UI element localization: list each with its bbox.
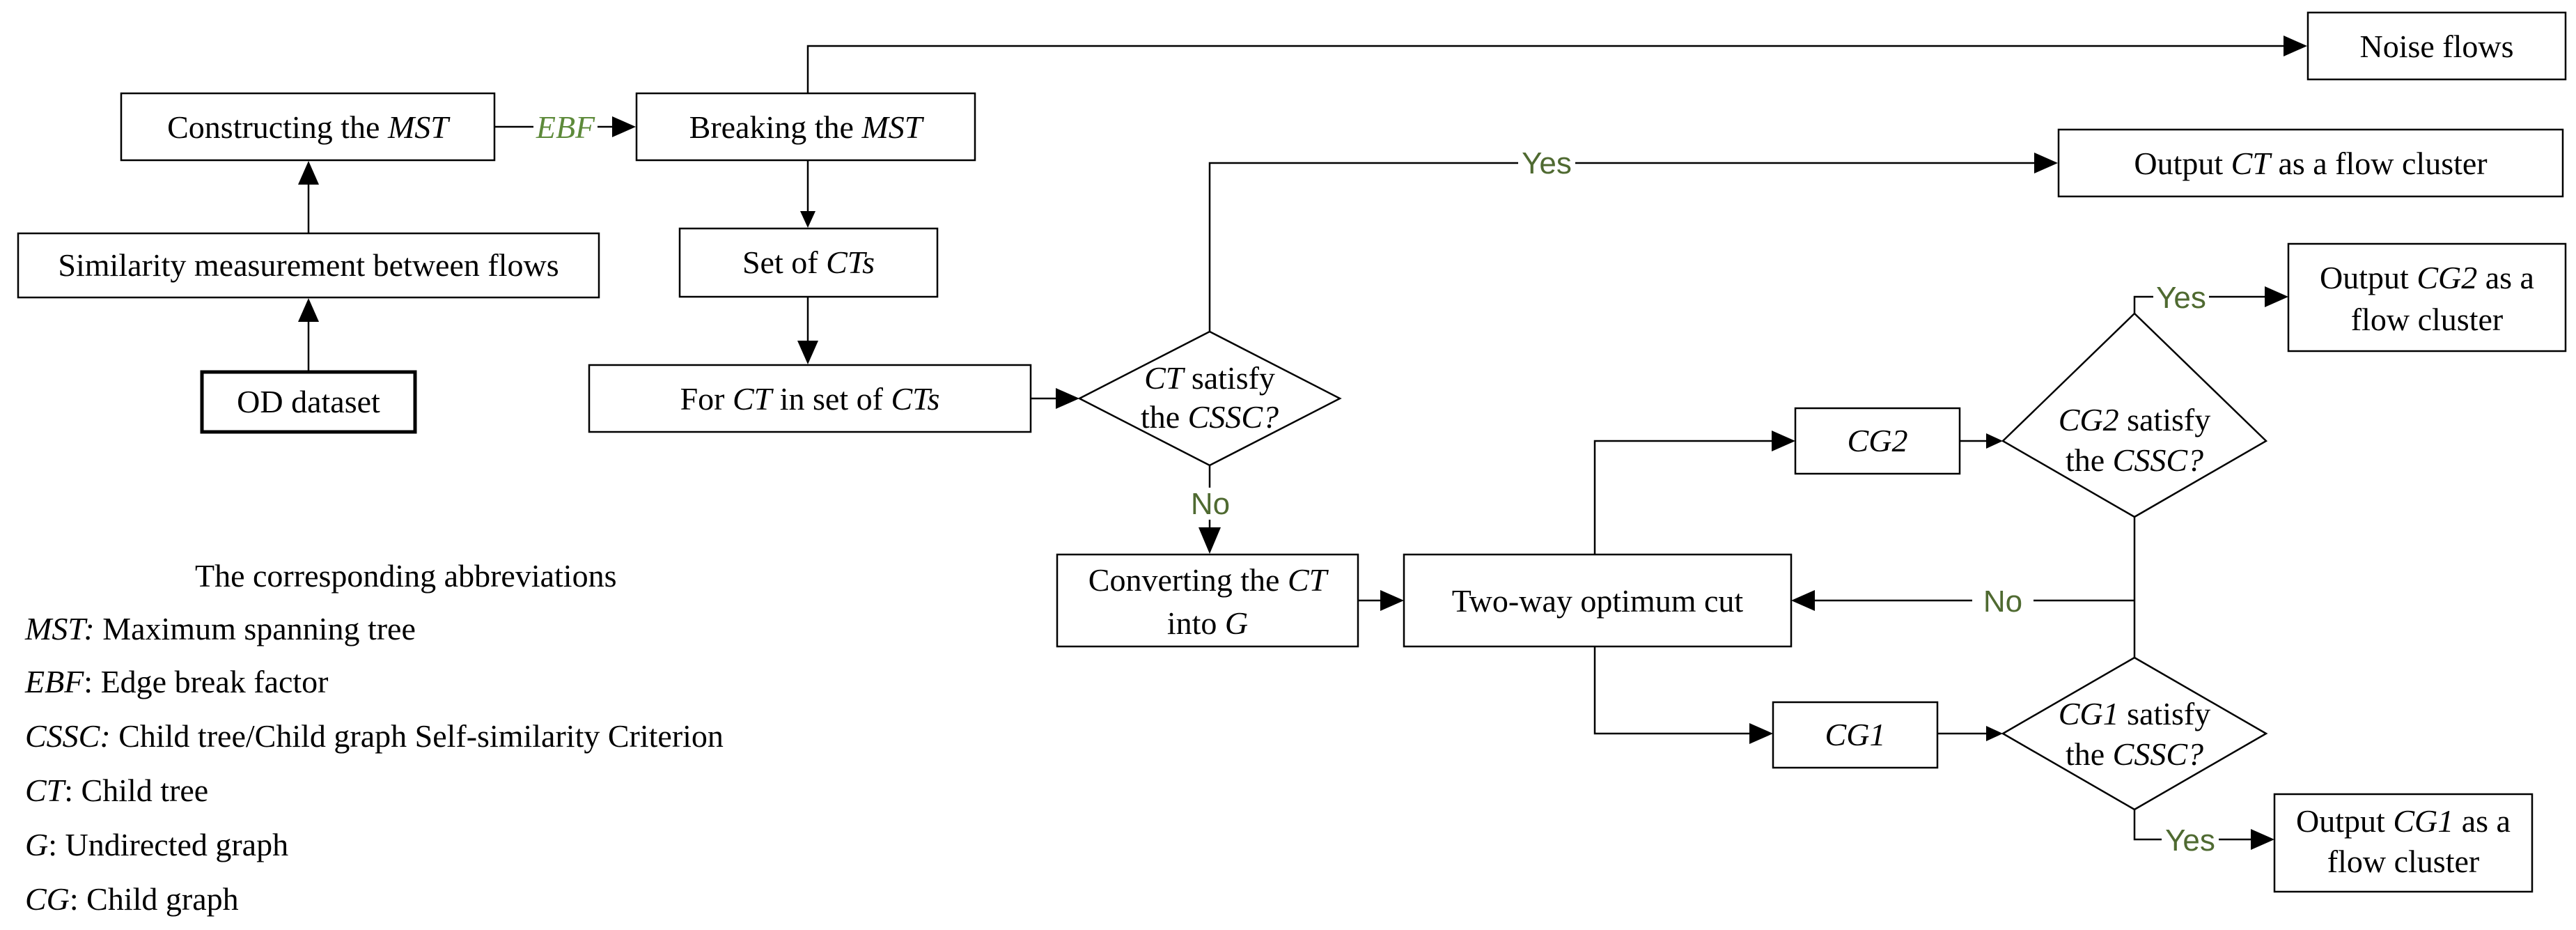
- yes-ct-label: Yes: [1522, 146, 1572, 180]
- constructing-mst-box: [120, 92, 496, 162]
- noise-flows-label: Noise flows: [2359, 29, 2513, 64]
- converting-label: Converting the CT: [1088, 562, 1329, 598]
- arrowhead: [1380, 590, 1404, 611]
- cg1-decision-label-2: the CSSC?: [2066, 736, 2203, 772]
- arrowhead: [1986, 433, 2003, 449]
- for-ct-box: [588, 364, 1032, 433]
- yes-cg2-label: Yes: [2156, 281, 2206, 315]
- two-way-cut-label: Two-way optimum cut: [1452, 583, 1744, 619]
- converting-box: [1056, 553, 1359, 648]
- arrowhead: [800, 211, 815, 228]
- cg2-decision-label: CG2 satisfy: [2059, 402, 2211, 437]
- arrowhead: [1772, 431, 1795, 451]
- legend-item: CSSC: Child tree/Child graph Self-simila…: [25, 718, 724, 754]
- arrowhead: [2284, 36, 2307, 56]
- edge-ct-yes: [1208, 162, 1518, 332]
- ct-decision-diamond: [1077, 330, 1342, 467]
- arrowhead: [298, 161, 319, 185]
- arrowhead: [1749, 723, 1773, 744]
- od-dataset-label: OD dataset: [237, 384, 380, 419]
- breaking-mst-label: Breaking the MST: [689, 109, 925, 145]
- output-cg1-label-2: flow cluster: [2327, 844, 2479, 879]
- arrowhead: [2251, 829, 2274, 850]
- edge-cg2-yes: [2133, 295, 2153, 313]
- arrowhead: [298, 298, 319, 322]
- legend: The corresponding abbreviations MST: Max…: [24, 558, 724, 917]
- cg1-decision-label: CG1 satisfy: [2059, 696, 2211, 731]
- od-dataset-box: [200, 370, 417, 434]
- ebf-label: EBF: [536, 109, 595, 145]
- edge-cut-to-cg1: [1593, 646, 1750, 735]
- no-ct-label: No: [1191, 487, 1230, 521]
- constructing-mst-label: Constructing the MST: [167, 109, 451, 145]
- ct-decision-label-2: the CSSC?: [1141, 399, 1279, 435]
- output-cg2-label: Output CG2 as a: [2320, 260, 2534, 295]
- legend-item: EBF: Edge break factor: [24, 664, 329, 699]
- for-ct-label: For CT in set of CTs: [680, 381, 940, 417]
- output-cg2-label-2: flow cluster: [2351, 302, 2503, 337]
- edge-cg1-yes: [2133, 809, 2162, 841]
- cg1-box: [1772, 701, 1939, 769]
- arrowhead: [2265, 286, 2288, 307]
- arrowhead: [1986, 726, 2003, 741]
- arrowhead: [797, 341, 818, 364]
- similarity-label: Similarity measurement between flows: [58, 247, 559, 283]
- output-cg2-box: [2287, 242, 2567, 352]
- breaking-mst-box: [635, 92, 976, 162]
- arrowhead: [2034, 153, 2058, 173]
- arrowhead: [1791, 590, 1815, 611]
- no-cg2-label: No: [1983, 584, 2022, 619]
- cg1-label: CG1: [1825, 717, 1886, 752]
- legend-item: CG: Child graph: [25, 881, 239, 917]
- arrowhead: [1056, 388, 1079, 409]
- legend-item: G: Undirected graph: [25, 827, 288, 862]
- output-cg1-label: Output CG1 as a: [2296, 803, 2511, 839]
- edge-breaking-to-noise: [806, 45, 2284, 93]
- edge-cut-to-cg2: [1593, 440, 1772, 555]
- output-cg1-box: [2273, 793, 2534, 893]
- set-of-cts-label: Set of CTs: [742, 245, 875, 280]
- legend-item: MST: Maximum spanning tree: [24, 611, 416, 646]
- yes-cg1-label: Yes: [2165, 823, 2215, 858]
- arrowhead: [1199, 527, 1221, 554]
- legend-item: CT: Child tree: [25, 773, 208, 808]
- converting-label-2: into G: [1167, 605, 1248, 641]
- set-of-cts-box: [678, 227, 939, 298]
- cg2-decision-label-2: the CSSC?: [2066, 442, 2203, 478]
- two-way-cut-box: [1403, 553, 1793, 648]
- legend-title: The corresponding abbreviations: [195, 558, 616, 594]
- output-ct-box: [2057, 128, 2564, 198]
- cg2-label: CG2: [1848, 423, 1908, 458]
- output-ct-label: Output CT as a flow cluster: [2134, 146, 2487, 181]
- noise-flows-box: [2306, 11, 2567, 81]
- similarity-box: [17, 232, 600, 299]
- arrowhead: [612, 116, 636, 137]
- cg1-decision-diamond: [2001, 656, 2268, 811]
- ct-decision-label: CT satisfy: [1144, 360, 1275, 396]
